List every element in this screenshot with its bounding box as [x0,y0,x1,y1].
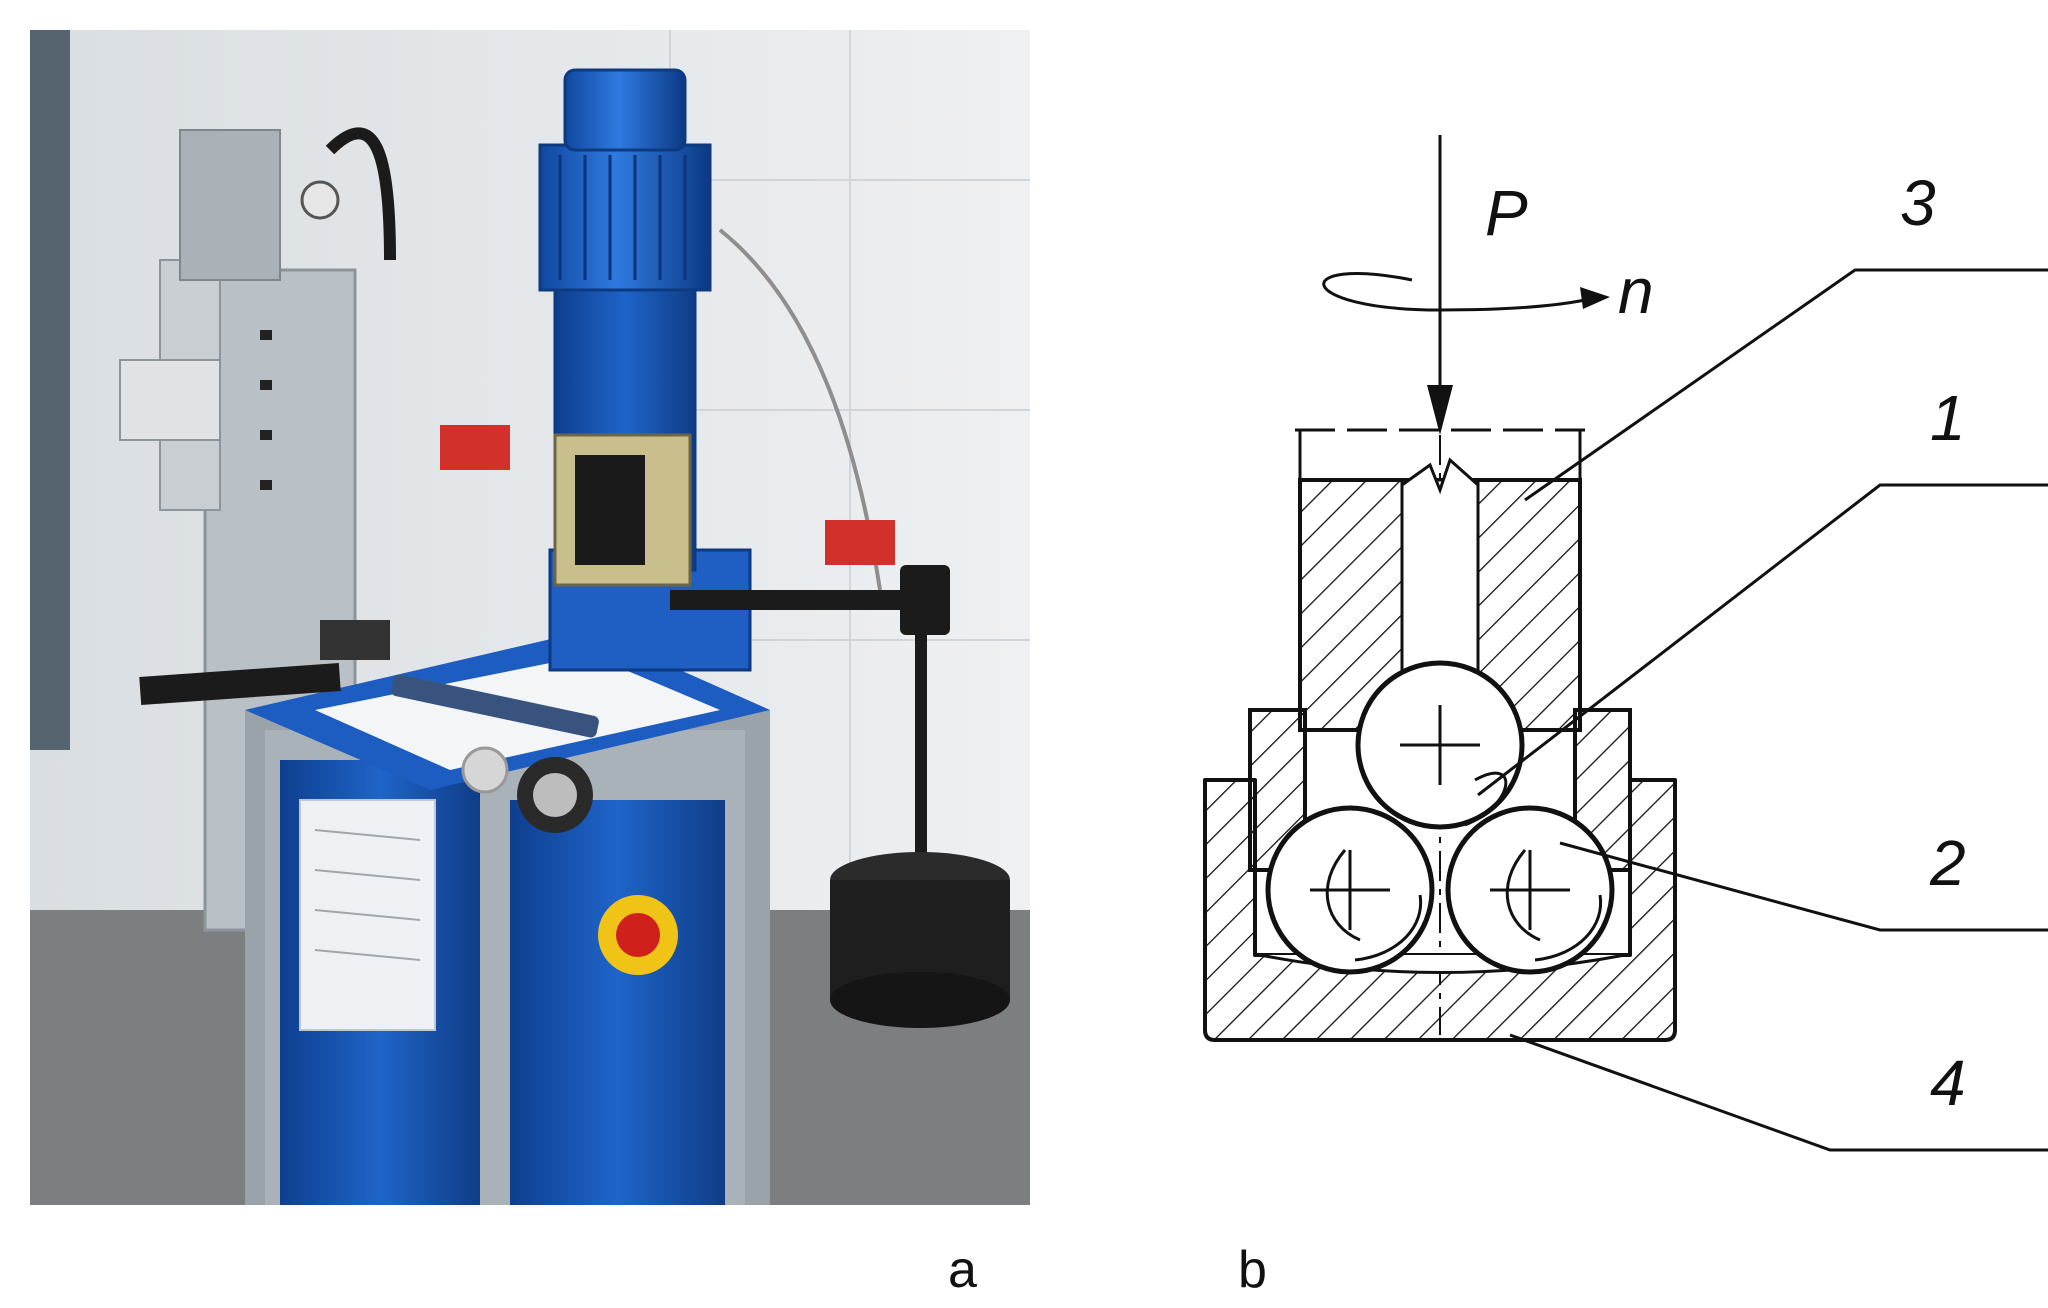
callout-3: 3 [1900,167,1936,239]
lever-arm [139,565,1010,1028]
window-frame [30,30,70,750]
load-arrowhead [1427,385,1453,435]
four-ball-schematic: P n 3 1 2 4 [1203,135,2048,1152]
panel-caption-a: a [948,1241,977,1299]
spindle-motor [440,68,895,672]
machine-photo [30,30,1030,1205]
rotation-arrow [1322,272,1586,312]
force-label: P [1485,177,1528,249]
leader-lines [1477,268,2048,1152]
tabletop-tools [320,620,599,833]
callout-1: 1 [1930,382,1966,454]
ball-cup-4 [1203,778,1677,1042]
rotation-label: n [1618,255,1654,327]
callout-4: 4 [1930,1047,1966,1119]
rotation-arrowhead [1580,287,1610,309]
callout-2: 2 [1929,827,1966,899]
panel-caption-b: b [1238,1241,1267,1299]
